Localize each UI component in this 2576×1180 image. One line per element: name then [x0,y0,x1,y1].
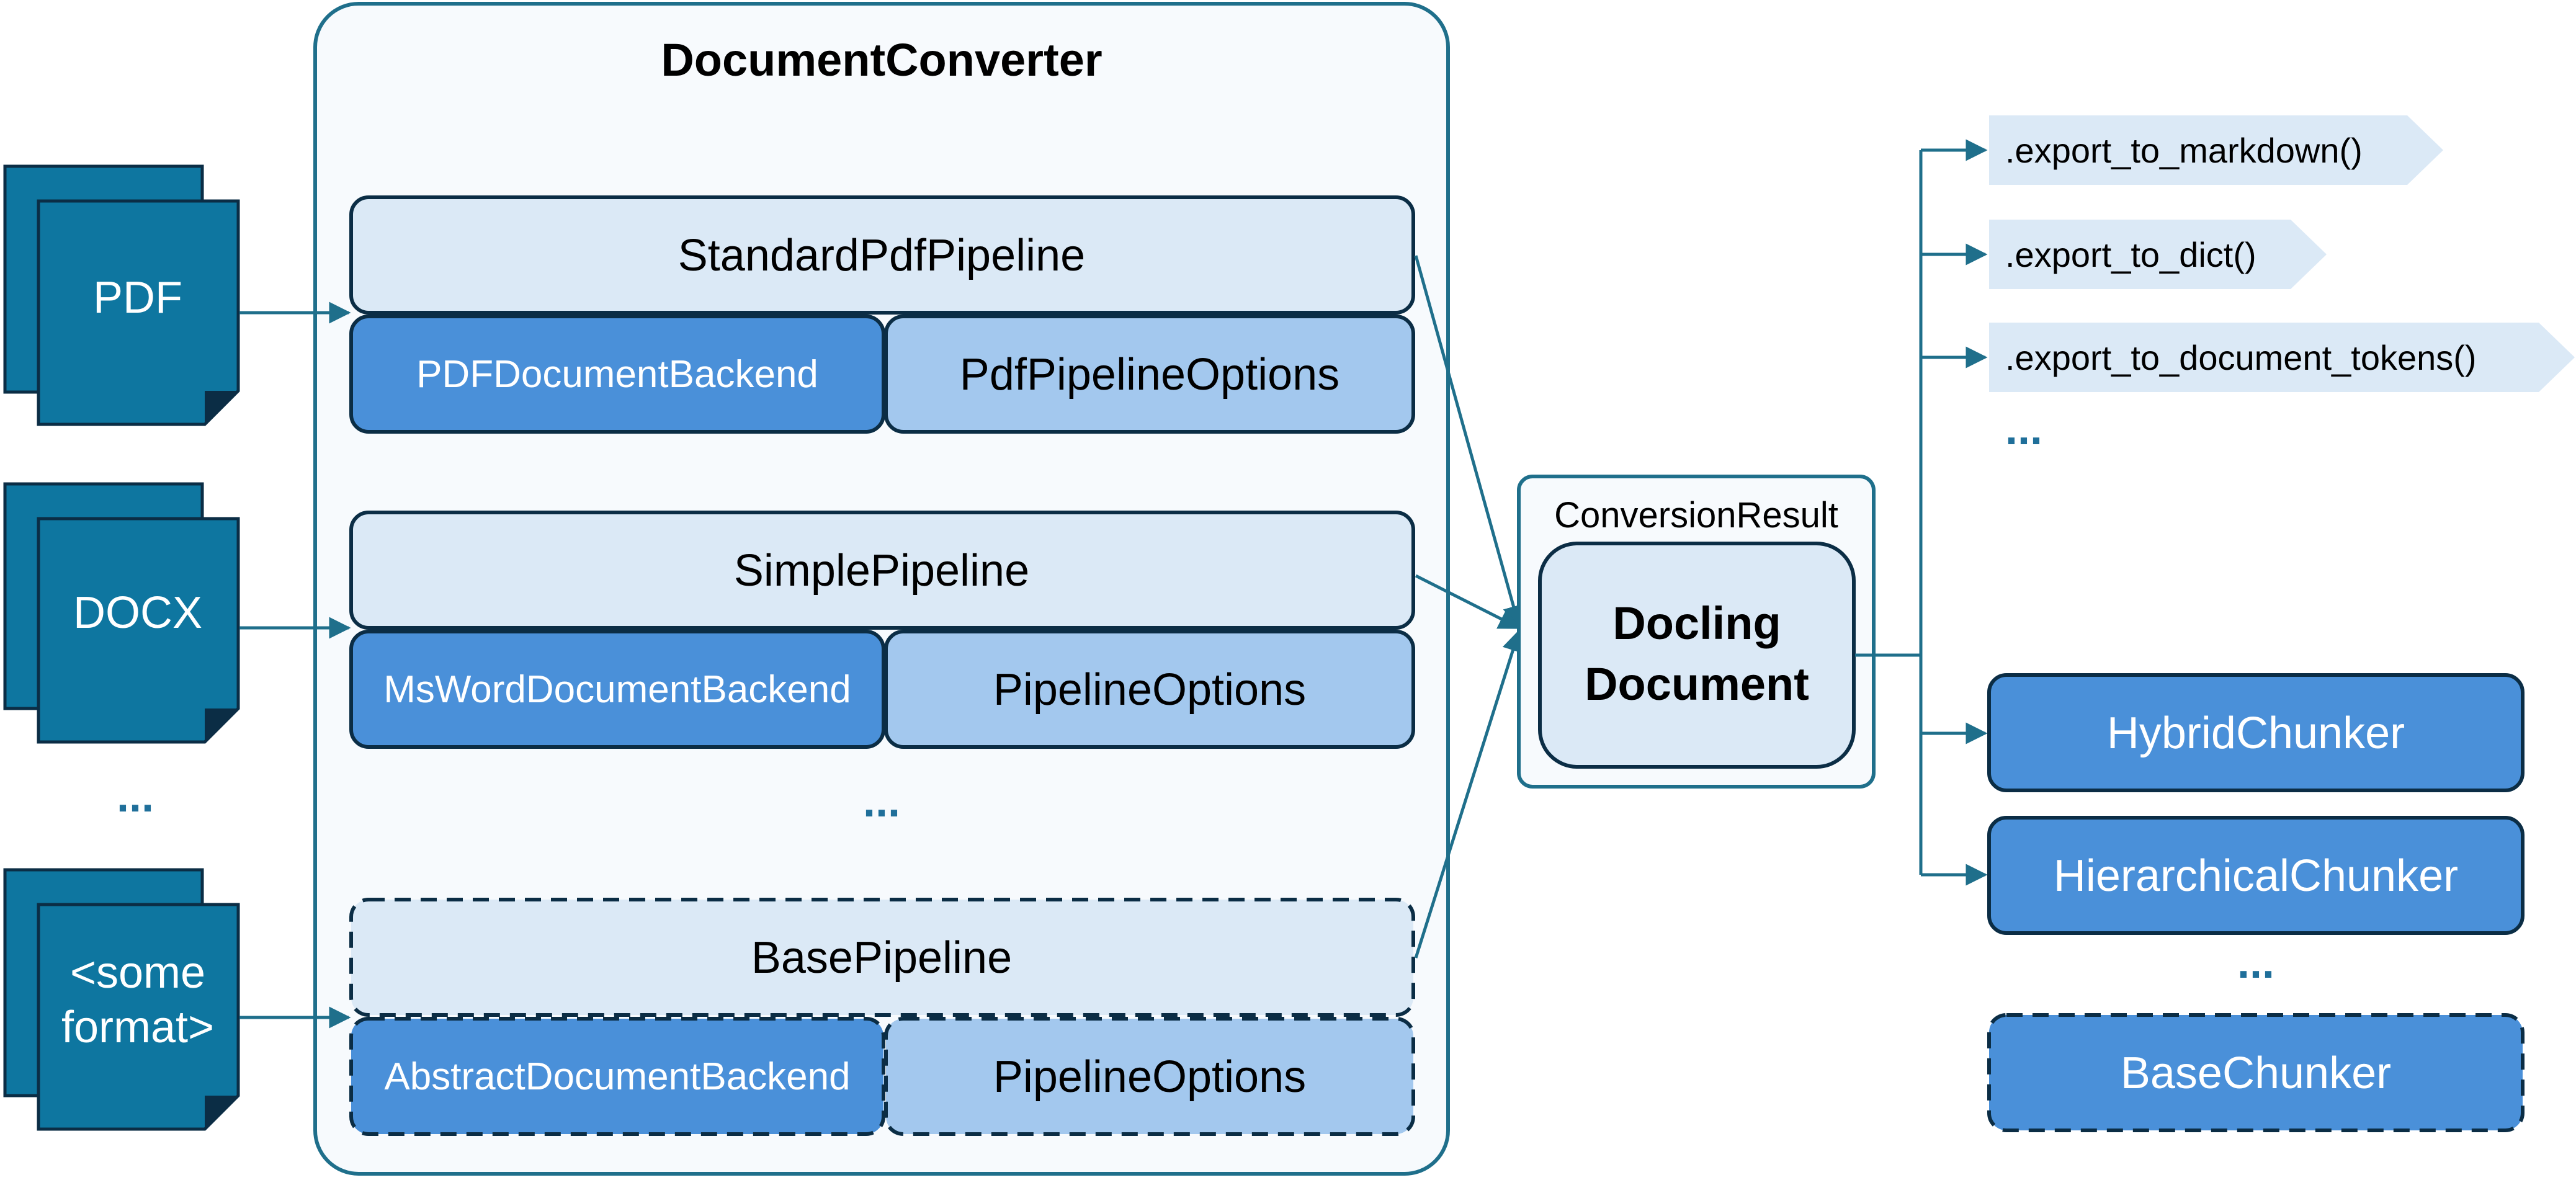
fanout-connectors [1855,139,1988,886]
exports-ellipsis: ... [2005,405,2042,454]
chunkers-ellipsis: ... [2237,938,2274,988]
input-doc-label-line1: <some [70,948,205,998]
pipelines-ellipsis: ... [863,777,900,826]
chunker-base: BaseChunker [1987,1013,2525,1132]
export-label: .export_to_dict() [2005,235,2256,274]
pipeline-name: BasePipeline [751,933,1012,983]
export-dict: .export_to_dict() [1989,220,2327,289]
pipeline-standard-pdf: StandardPdfPipeline PDFDocumentBackend P… [349,195,1415,434]
docling-document-line2: Document [1585,658,1809,710]
input-doc-some-format: <some format> [3,868,240,1131]
options-label: PdfPipelineOptions [960,350,1339,400]
arrow-pipeline2-to-result [1415,574,1521,630]
options-label: PipelineOptions [993,1052,1306,1102]
input-doc-label: DOCX [73,588,202,638]
inputs-ellipsis: ... [117,772,154,821]
input-doc-label: PDF [93,273,182,323]
conversion-result-label: ConversionResult [1554,495,1838,535]
backend-label: MsWordDocumentBackend [383,668,851,711]
chunker-hierarchical: HierarchicalChunker [1987,816,2525,935]
export-label: .export_to_document_tokens() [2005,338,2477,377]
pipeline-simple: SimplePipeline MsWordDocumentBackend Pip… [349,511,1415,749]
options-label: PipelineOptions [993,665,1306,715]
input-doc-pdf: PDF [3,164,240,426]
backend-label: PDFDocumentBackend [416,353,818,396]
arrow-pipeline1-to-result [1414,255,1524,628]
export-markdown: .export_to_markdown() [1989,115,2443,185]
export-document-tokens: .export_to_document_tokens() [1989,323,2575,392]
chunker-label: HierarchicalChunker [2054,851,2458,901]
conversion-result: ConversionResult Docling Document [1517,475,1876,789]
pipeline-base: BasePipeline AbstractDocumentBackend Pip… [349,898,1415,1136]
arrow-pipeline3-to-result [1414,629,1524,959]
input-doc-docx: DOCX [3,482,240,744]
backend-label: AbstractDocumentBackend [384,1055,850,1098]
chunker-label: BaseChunker [2121,1048,2391,1098]
export-label: .export_to_markdown() [2005,131,2363,170]
chunker-hybrid: HybridChunker [1987,673,2525,792]
converter-title: DocumentConverter [661,34,1102,86]
pipeline-name: StandardPdfPipeline [678,231,1085,280]
docling-document-line1: Docling [1612,597,1781,649]
input-doc-label-line2: format> [61,1003,214,1052]
chunker-label: HybridChunker [2107,708,2405,758]
pipeline-name: SimplePipeline [734,546,1029,596]
